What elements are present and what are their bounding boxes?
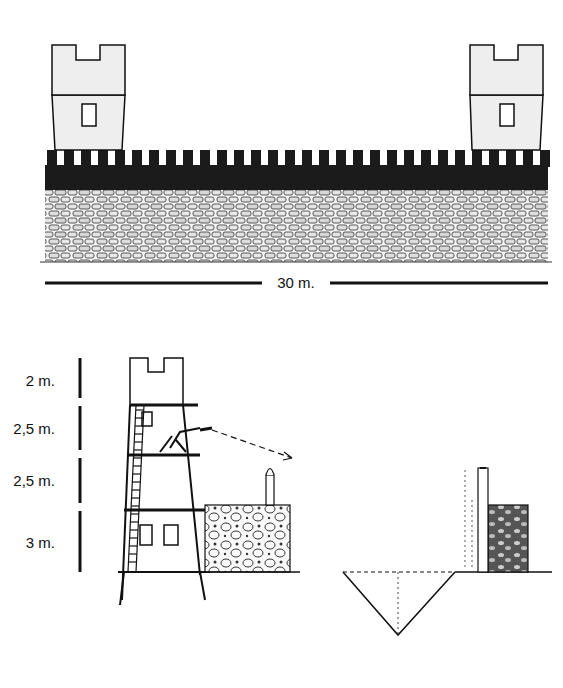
- merlon: [523, 150, 533, 167]
- merlon: [200, 150, 210, 167]
- scale-bar: [45, 282, 262, 285]
- ballista: [160, 428, 292, 460]
- siege-tower: [118, 358, 210, 605]
- ditch-section: [343, 468, 552, 635]
- ladder: [128, 405, 144, 572]
- merlon: [81, 150, 91, 167]
- merlon: [472, 150, 482, 167]
- merlon: [421, 150, 431, 167]
- merlon: [285, 150, 295, 167]
- merlon: [438, 150, 448, 167]
- height-dimension: 2,5 m.: [10, 472, 58, 490]
- merlon: [149, 150, 159, 167]
- merlon: [251, 150, 261, 167]
- merlon: [370, 150, 380, 167]
- merlon: [387, 150, 397, 167]
- merlon: [353, 150, 363, 167]
- merlon: [47, 150, 57, 167]
- wooden-tower: [470, 45, 543, 150]
- merlon: [506, 150, 516, 167]
- height-dimension: 2,5 m.: [10, 420, 58, 438]
- merlon: [540, 150, 550, 167]
- wooden-tower: [52, 45, 125, 150]
- merlon: [183, 150, 193, 167]
- merlon: [115, 150, 125, 167]
- merlon: [455, 150, 465, 167]
- merlon: [132, 150, 142, 167]
- stone-wall: [45, 188, 548, 262]
- height-dimension: 3 m.: [23, 534, 58, 552]
- merlon: [336, 150, 346, 167]
- height-scale: [79, 358, 82, 572]
- parapet-band: [45, 165, 548, 190]
- scale-length: 30 m.: [274, 274, 318, 292]
- merlon: [217, 150, 227, 167]
- merlon: [166, 150, 176, 167]
- merlon: [234, 150, 244, 167]
- merlon: [268, 150, 278, 167]
- merlon: [64, 150, 74, 167]
- merlon: [302, 150, 312, 167]
- merlon: [319, 150, 329, 167]
- height-dimension: 2 m.: [23, 372, 58, 390]
- scale-bar: [330, 282, 548, 285]
- merlon: [404, 150, 414, 167]
- merlon: [489, 150, 499, 167]
- merlon: [98, 150, 108, 167]
- wall-section: [205, 469, 290, 573]
